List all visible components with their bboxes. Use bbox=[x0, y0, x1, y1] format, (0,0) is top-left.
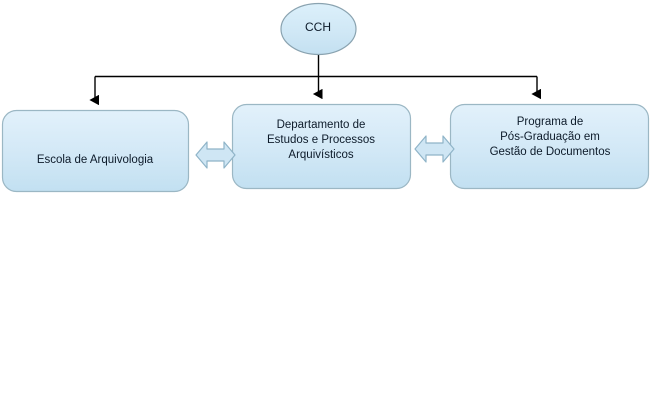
node-escola[interactable] bbox=[1, 109, 190, 193]
node-departamento[interactable] bbox=[231, 103, 412, 190]
node-programa[interactable] bbox=[449, 103, 650, 190]
double-arrow-departamento-programa[interactable] bbox=[414, 135, 455, 163]
double-arrow-escola-departamento[interactable] bbox=[195, 141, 236, 169]
connector-lines bbox=[95, 54, 537, 100]
node-cch[interactable] bbox=[280, 2, 357, 56]
